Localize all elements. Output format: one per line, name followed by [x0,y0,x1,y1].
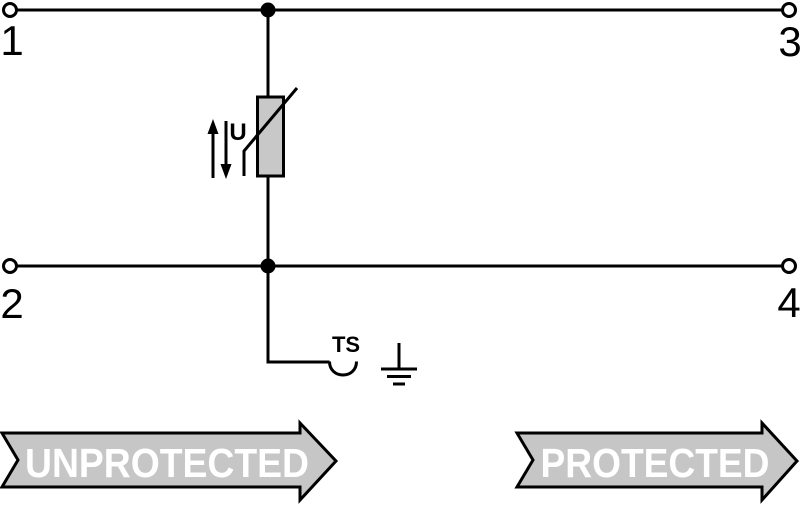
varistor-diagonal-stroke [242,87,299,176]
up-arrow-head [207,119,219,134]
terminal-2-circle [2,258,18,274]
protected-flow-arrow: PROTECTED [514,419,800,504]
terminal-3-label: 3 [778,18,800,65]
terminal-1-circle [2,2,18,18]
terminal-4-circle [781,258,797,274]
terminal-4-label: 4 [777,279,800,326]
terminal-1-label: 1 [0,17,23,64]
top-junction-dot [260,2,276,18]
ground-symbol [381,343,417,386]
terminal-2-label: 2 [0,280,23,327]
unprotected-flow-arrow: UNPROTECTED [0,419,339,504]
varistor-symbol: U [207,87,299,179]
top-conductor: 1 3 [0,2,800,65]
voltage-label: U [229,119,246,146]
bottom-junction-dot [260,258,276,274]
din-rail-contact-symbol: TS [328,332,360,377]
shunt-branch-wire [266,10,330,364]
protected-arrow-shape [514,419,800,504]
din-rail-label: TS [332,332,360,357]
down-arrow-head [220,164,232,179]
protected-label: PROTECTED [541,440,770,486]
contact-socket-arc [328,361,358,377]
unprotected-arrow-shape [0,419,339,504]
voltage-arrows-icon [207,119,232,179]
bottom-conductor: 2 4 [0,258,800,327]
unprotected-label: UNPROTECTED [25,440,309,486]
terminal-3-circle [781,2,797,18]
